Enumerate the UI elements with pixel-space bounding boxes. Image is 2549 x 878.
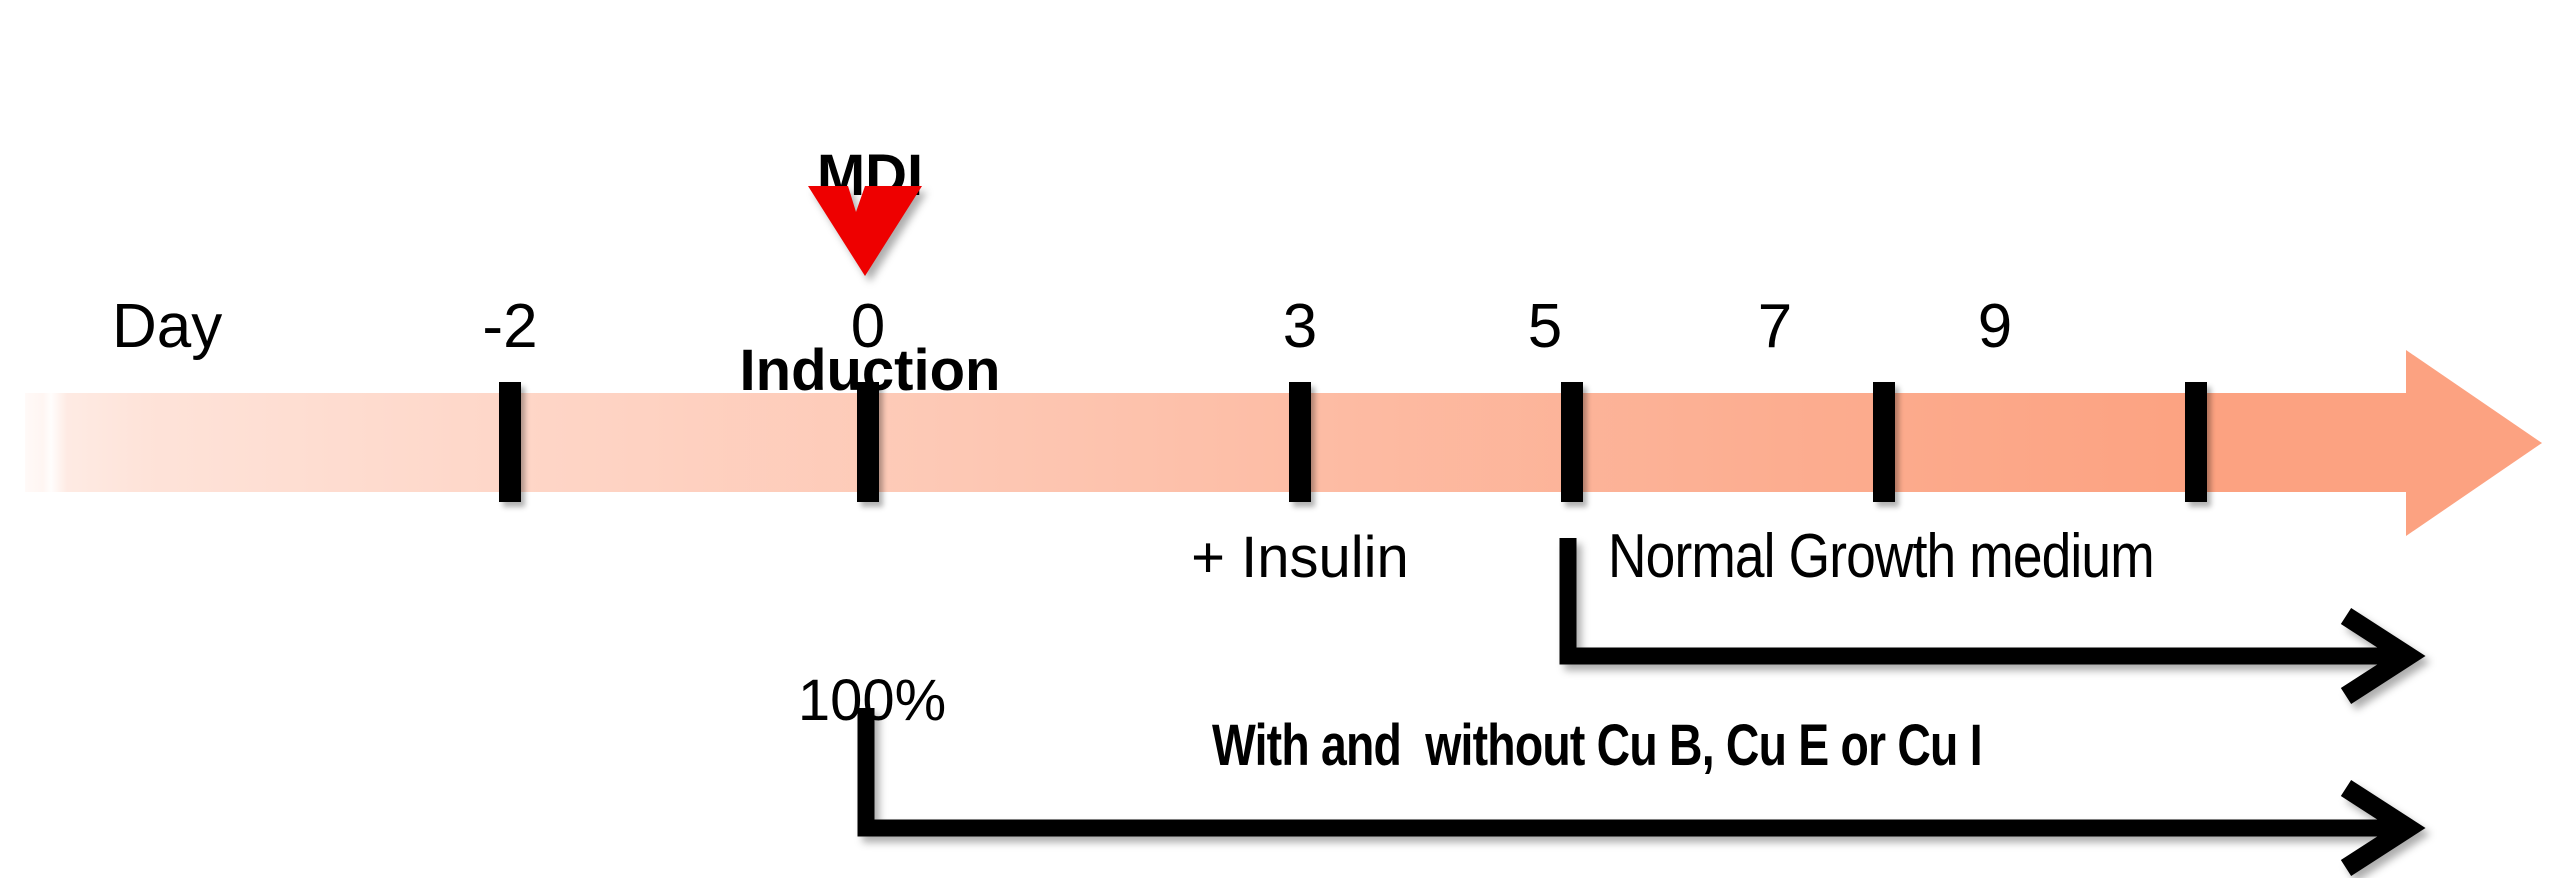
tick-label-day-0: 0 (850, 292, 886, 361)
tick-mark-day-9 (2185, 382, 2207, 502)
tick-label-day--2: -2 (482, 292, 538, 361)
treatment-label: With and without Cu B, Cu E or Cu I (1212, 713, 1983, 778)
tick-label-day-9: 9 (1977, 292, 2013, 361)
treatment-span-arrow (857, 708, 2426, 876)
tick-mark-day-0 (857, 382, 879, 502)
timeline-arrowhead (2406, 350, 2542, 536)
timeline-bar (25, 393, 2415, 492)
tick-label-day-5: 5 (1527, 292, 1563, 361)
tick-mark-day--2 (499, 382, 521, 502)
tick-mark-day-3 (1289, 382, 1311, 502)
normal-growth-medium-arrow (1559, 538, 2426, 704)
red-down-arrow-icon (808, 186, 922, 276)
tick-mark-day-5 (1561, 382, 1583, 502)
axis-label-day: Day (112, 292, 223, 361)
mdi-induction-label: MDI Induction (740, 14, 1001, 534)
tick-label-day-7: 7 (1757, 292, 1793, 361)
normal-growth-medium-label: Normal Growth medium (1608, 522, 2155, 591)
tick-mark-day-7 (1873, 382, 1895, 502)
insulin-label: + Insulin (1191, 525, 1409, 590)
tick-label-day-3: 3 (1282, 292, 1318, 361)
